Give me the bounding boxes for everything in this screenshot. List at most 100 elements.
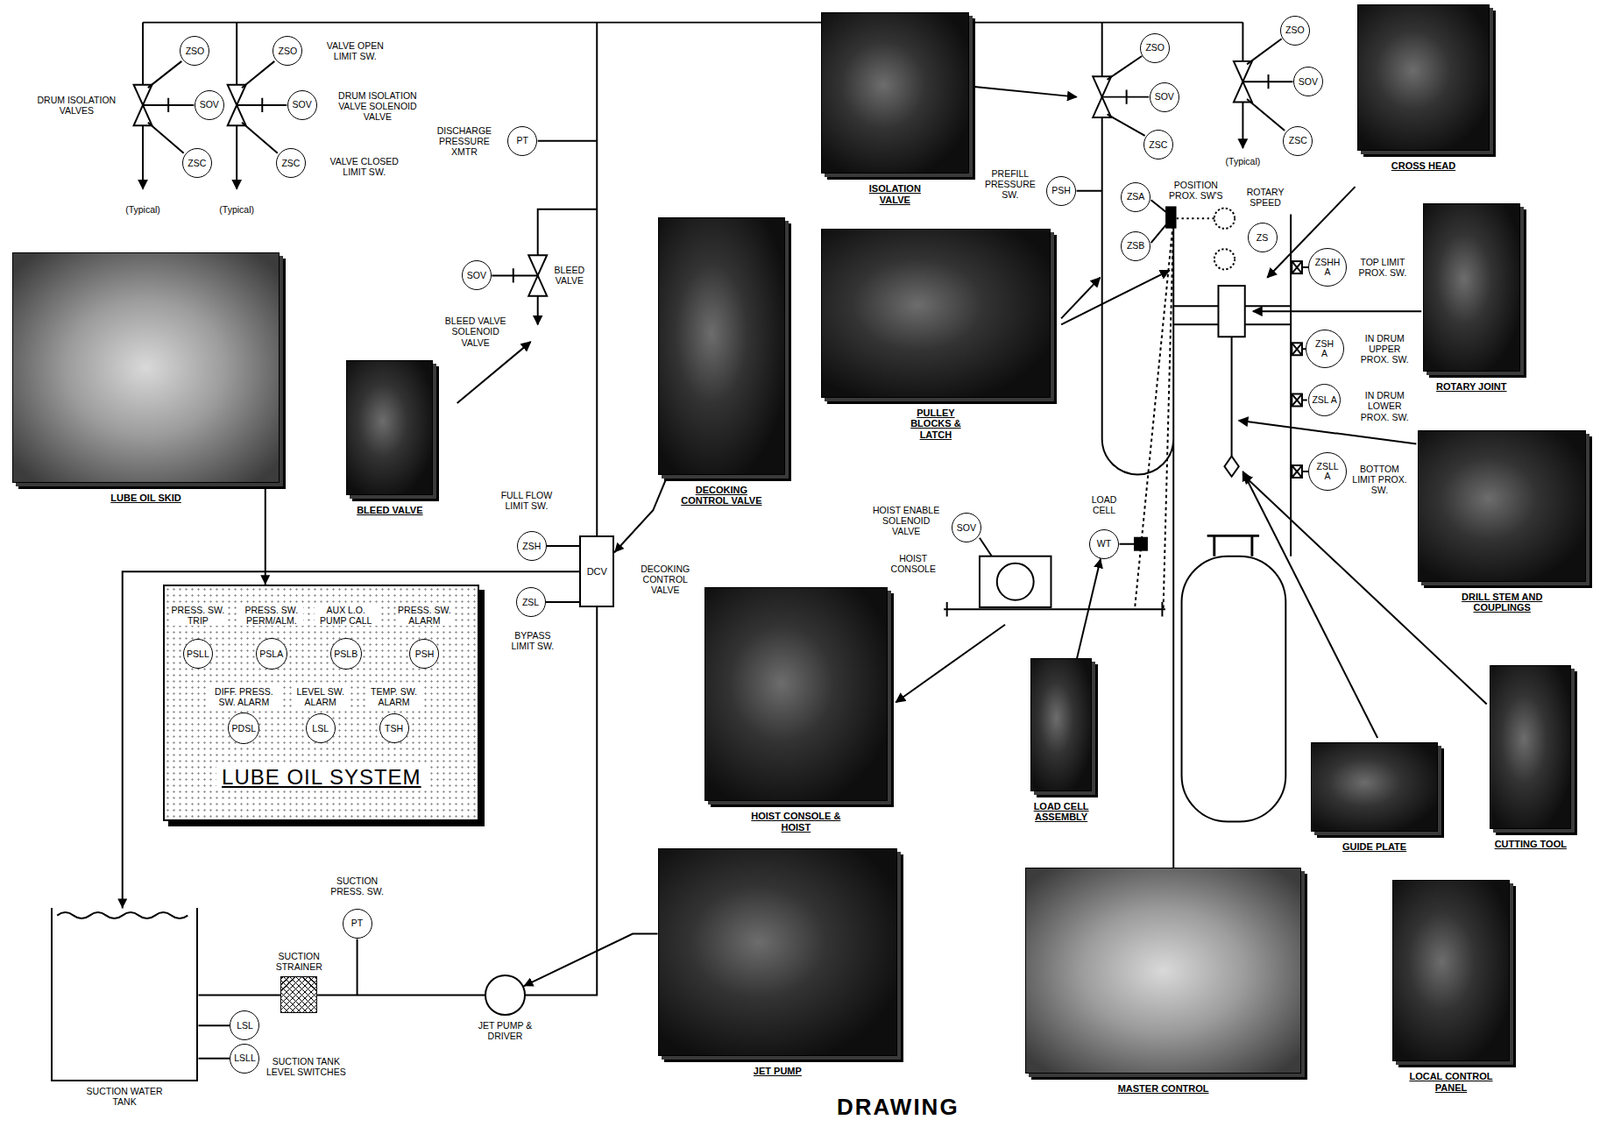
pipe-connector [198,1057,230,1060]
label-holder: BYPASS LIMIT SW. [502,630,564,652]
valve-symbol [1233,61,1253,82]
flow-arrow [235,125,238,189]
leader-arrow [1061,270,1169,326]
label-holder: LEVEL SW. ALARM [292,686,349,708]
annotation-label: DECOKING CONTROL VALVE [633,563,697,595]
photo-caption: GUIDE PLATE [1323,841,1425,853]
instrument-bubble: WT [1089,529,1119,560]
instrument-tag: ZSO [1285,25,1305,36]
equipment-photo [704,587,889,802]
hoist-console [979,556,1052,608]
hoist-drum [997,563,1034,601]
pipe-connector [546,545,581,547]
pipe-line [142,22,1243,537]
photo-callout: CUTTING TOOL [1484,665,1577,850]
leader-arrow [457,86,1487,738]
label-holder: DRUM ISOLATION VALVE SOLENOID VALVE [329,90,427,122]
annotation-label: BLEED VALVE SOLENOID VALVE [439,315,512,347]
pipe-connector [264,482,267,585]
instrument-tag: SOV [292,99,312,110]
coke-drum [1182,556,1287,822]
instrument-lead [1151,199,1167,243]
instrument-bubble: ZSC [1143,129,1174,160]
instrument-bubble: LSL [229,1010,260,1041]
instrument-tag: LSL [311,723,329,734]
annotation-label: SUCTION PRESS. SW. [326,875,389,897]
label-holder: DIFF. PRESS. SW. ALARM [208,686,281,708]
photo-caption: HOIST CONSOLE & HOIST [750,810,843,833]
equipment-photo [821,12,970,174]
photo-callout: PULLEY BLOCKS & LATCH [821,228,1051,440]
tank-caption: SUCTION WATER TANK [73,1085,176,1107]
photo-callout: MASTER CONTROL [1025,867,1301,1095]
instrument-bubble: ZS [1247,222,1278,253]
photo-caption: LOCAL CONTROL PANEL [1405,1070,1498,1093]
leader-arrow [1238,420,1417,445]
photo-callout: ROTARY JOINT [1420,203,1523,393]
instrument-tag: ZSA [1126,191,1145,202]
annotation-label: POSITION PROX. SW'S [1168,179,1225,201]
label-holder: VALVE CLOSED LIMIT SW. [320,155,408,177]
annotation-label: HOIST ENABLE SOLENOID VALVE [867,504,944,537]
annotation-label: LOAD CELL [1083,494,1126,516]
instrument-bubble: ZSL A [1308,383,1341,417]
label-holder: TOP LIMIT PROX. SW. [1352,256,1414,278]
instrument-bubble: ZSH [516,530,547,561]
annotation-label: VALVE OPEN LIMIT SW. [319,40,392,62]
label-holder: HOIST ENABLE SOLENOID VALVE [867,504,944,537]
equipment-photo [658,217,786,475]
instrument-bubble: PSLL [183,638,213,669]
pipe-connector [523,934,658,987]
instrument-tag: ZSC [1148,140,1168,150]
instrument-bubble: ZSC [276,148,306,178]
annotation-label: HOIST CONSOLE [884,552,942,574]
label-holder: SUCTION TANK LEVEL SWITCHES [265,1055,347,1077]
label-holder: PRESS. SW. TRIP [169,604,227,626]
label-holder: PRESS. SW. ALARM [396,604,453,626]
photo-callout: ISOLATION VALVE [821,12,970,206]
instrument-tag: ZSB [1126,240,1145,251]
photo-caption: CROSS HEAD [1372,160,1474,172]
annotation-label: LEVEL SW. ALARM [292,686,349,708]
instrument-tag: PT [351,918,363,928]
annotation-label: DRUM ISOLATION VALVE SOLENOID VALVE [329,90,427,122]
pipe-connector [1076,558,1101,659]
instrument-bubble: SOV [951,512,982,543]
leader-arrow [1253,310,1422,312]
instrument-bubble: PT [342,908,373,939]
pipe-connector [122,571,581,908]
pipe-connector [525,607,598,996]
cutting-tool [1224,456,1239,477]
annotation-label: PREFILL PRESSURE SW. [979,168,1041,200]
photo-caption: JET PUMP [726,1065,829,1077]
photo-callout: HOIST CONSOLE & HOIST [704,587,889,834]
drawing-title: DRAWING [836,1093,960,1121]
instrument-bubble: ZSO [1139,33,1170,64]
photo-callout: LOCAL CONTROL PANEL [1392,879,1510,1094]
instrument-bubble: SOV [287,90,318,121]
pipe-connector [614,474,668,553]
leader-arrow [974,86,1077,98]
annotation-label: FULL FLOW LIMIT SW. [490,489,563,511]
valve-symbol [528,275,547,296]
instrument-tag: SOV [467,270,487,281]
instrument-tag: ZSL A [1311,395,1337,405]
annotation-label: (Typical) [125,204,161,215]
drum-flange [1207,535,1260,556]
photo-caption: BLEED VALVE [343,504,436,517]
label-holder: ROTARY SPEED [1242,186,1289,208]
label-holder: (Typical) [125,204,161,215]
annotation-label: (Typical) [1225,155,1261,167]
instrument-tag: PSH [415,649,435,659]
label-holder: IN DRUM LOWER PROX. SW. [1356,389,1413,422]
valve-symbol [528,254,547,276]
valve-box: DCV [579,535,615,608]
annotation-label: PRESS. SW. TRIP [169,604,227,626]
cross-head [1217,285,1245,337]
strainer-caption: SUCTION STRAINER [268,950,330,972]
annotation-label: DIFF. PRESS. SW. ALARM [208,686,281,708]
photo-callout: LUBE OIL SKID [12,252,280,504]
photo-callout: BLEED VALVE [343,360,436,516]
